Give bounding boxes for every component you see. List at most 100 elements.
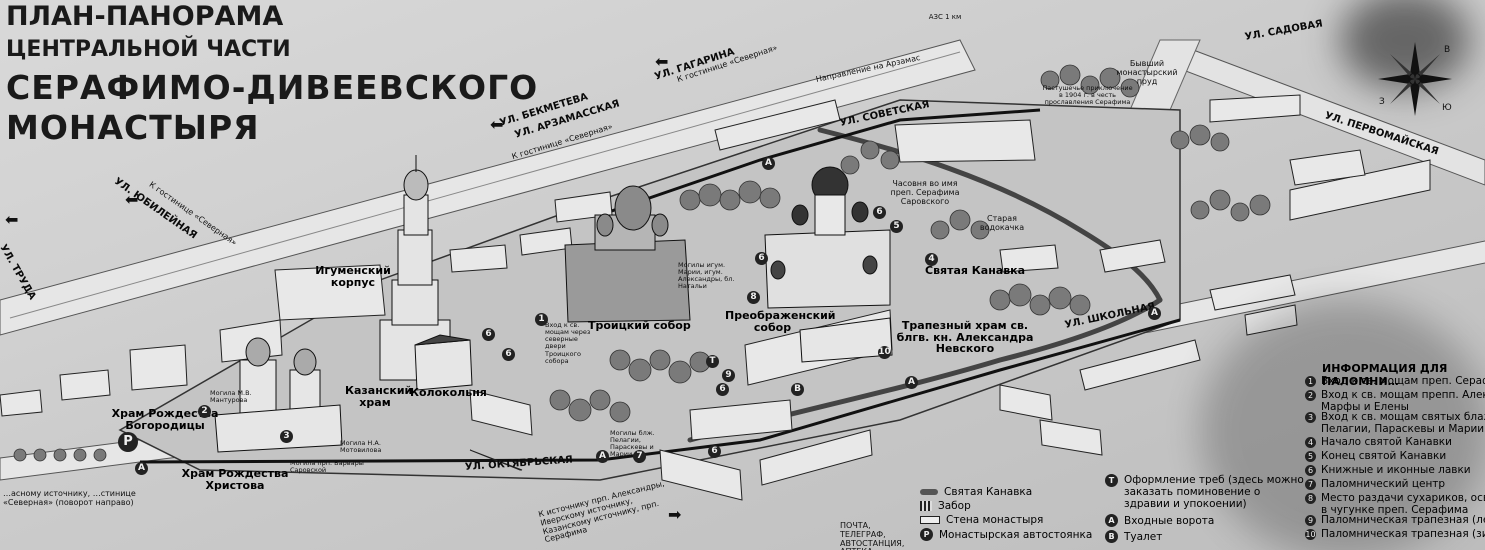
direction-post: ПОЧТА, ТЕЛЕГРАФ, АВТОСТАНЦИЯ, АПТЕКА [840,521,905,550]
marker-3[interactable]: 3 [280,430,293,443]
info-item-text: Вход к св. мощам препп. Алекс…Марфы и Ел… [1321,389,1485,414]
toilet-marker[interactable]: B [791,383,804,396]
marker-6[interactable]: 6 [502,348,515,361]
direction-source-bottom-left: …асному источнику, …стинице «Северная» (… [3,489,136,507]
marker-6[interactable]: 6 [755,252,768,265]
legend-stena-label: Стена монастыря [946,514,1044,526]
map-title-line3: СЕРАФИМО-ДИВЕЕВСКОГО [6,68,539,107]
info-item-text: Конец святой Канавки [1321,450,1447,462]
label-mogila-vassy: Могила прп. Варвары Саровской [290,459,364,475]
label-kazansky: Казанский храм [345,384,413,409]
holy-ditch [817,127,1163,303]
legend-kanavka-label: Святая Канавка [944,486,1033,498]
arrow-left-icon: ⬅ [125,190,139,209]
nativity-churches [214,337,343,453]
gate-a-marker[interactable]: A [596,450,609,463]
marker-2[interactable]: 2 [198,405,211,418]
info-item: 3 Вход к св. мощам святых блаж…Пелагии, П… [1305,411,1485,435]
marker-9[interactable]: 9 [722,369,735,382]
legend-kanavka: Святая Канавка [920,486,1032,498]
gate-a-marker[interactable]: A [762,157,775,170]
marker-6[interactable]: 6 [708,445,721,458]
legend-zabor-label: Забор [938,500,971,512]
info-item-text: Вход к св. мощам святых блаж…Пелагии, Па… [1321,411,1485,436]
info-item-number: 6 [1305,465,1316,476]
legend-treby: Т Оформление треб (здесь можно заказать … [1105,474,1309,510]
kazan-church [414,334,473,391]
label-preobrazhensky: Преображенский собор [725,309,836,334]
arrow-left-icon: ⬅ [5,210,19,229]
label-trapezny: Трапезный храм св. блгв. кн. Александра … [896,319,1034,356]
legend-zabor: Забор [920,500,971,512]
map-title-line2: ЦЕНТРАЛЬНОЙ ЧАСТИ [6,37,291,62]
info-item-number: 1 [1305,376,1316,387]
transfiguration-cathedral [764,166,891,309]
parking-marker[interactable]: P [118,432,138,452]
info-item-text: Вход к св. мощам преп. Сераф… [1321,375,1485,387]
gate-a-marker[interactable]: A [905,376,918,389]
info-item-text: Паломнический центр [1321,478,1446,490]
treby-marker[interactable]: Т [706,355,719,368]
info-item: 6 Книжные и иконные лавки [1305,464,1471,476]
arrow-right-icon: ➡ [668,505,682,524]
svg-text:З: З [1379,97,1385,107]
label-mogila-motovilova: Могила Н.А. Мотовилова [340,439,382,455]
shadow [1200,300,1485,550]
info-item-number: 2 [1305,390,1316,401]
treby-icon: Т [1105,474,1118,487]
trees [13,64,1271,462]
marker-7[interactable]: 7 [633,450,646,463]
arrow-left-icon: ⬅ [655,52,669,71]
legend-avtostoyanka-label: Монастырская автостоянка [939,528,1093,541]
label-mogila-manturova: Могила М.В. Мантурова [210,389,252,405]
marker-6[interactable]: 6 [716,383,729,396]
gate-a-marker[interactable]: A [135,462,148,475]
gate-icon: А [1105,514,1118,527]
info-item-number: 7 [1305,479,1316,490]
marker-8[interactable]: 8 [747,291,760,304]
label-chasovnya: Часовня во имя преп. Серафима Саровского [890,179,960,206]
marker-1[interactable]: 1 [535,313,548,326]
info-item-number: 3 [1305,412,1316,423]
fence-icon [920,501,932,511]
label-rozhdestva-hristova: Храм Рождества Христова [181,467,289,492]
info-item-number: 5 [1305,451,1316,462]
label-kolokolnya: Колокольня [410,386,487,399]
info-title: ИНФОРМАЦИЯ ДЛЯ ПАЛОМНИ… [1322,362,1448,388]
wall-icon [920,516,940,524]
legend-treby-label: Оформление треб (здесь можно заказать по… [1124,474,1304,511]
label-igumensky: Игуменский корпус [315,264,391,289]
marker-6[interactable]: 6 [873,206,886,219]
refectory-church [799,317,893,363]
info-item-number: 9 [1305,515,1316,526]
road-arzamasskaya [0,39,976,336]
info-item-number: 8 [1305,493,1316,504]
label-staraya-vodokachka: Старая водокачка [979,214,1025,232]
marker-10[interactable]: 10 [878,346,891,359]
gate-a-marker[interactable]: A [1148,307,1161,320]
label-vhod-serafim: Вход к св. мощам через северные двери Тр… [545,321,591,365]
label-pastushny: Пастушечье приключение в 1904 г. в честь… [1042,84,1133,107]
info-item-text: Книжные и иконные лавки [1321,464,1471,476]
parking-icon: P [920,528,933,541]
label-mogily-troitsky: Могилы игум. Марии, игум. Александры, бл… [678,261,735,291]
legend-avtostoyanka: P Монастырская автостоянка [920,528,1092,541]
marker-4[interactable]: 4 [925,253,938,266]
label-prud: Бывший монастырский пруд [1116,59,1178,86]
arrow-left-icon: ⬅ [490,115,504,134]
info-item-number: 4 [1305,437,1316,448]
marker-5[interactable]: 5 [890,220,903,233]
monastery-wall [139,318,1181,464]
trinity-cathedral [564,185,691,323]
legend-vorota: А Входные ворота [1105,514,1214,527]
marker-6[interactable]: 6 [482,328,495,341]
map-title-line1: ПЛАН-ПАНОРАМА [6,1,284,32]
info-item: 5 Конец святой Канавки [1305,450,1446,462]
toilet-icon: В [1105,530,1118,543]
label-svyataya-kanavka: Святая Канавка [925,264,1026,277]
legend-tualet: В Туалет [1105,530,1162,543]
